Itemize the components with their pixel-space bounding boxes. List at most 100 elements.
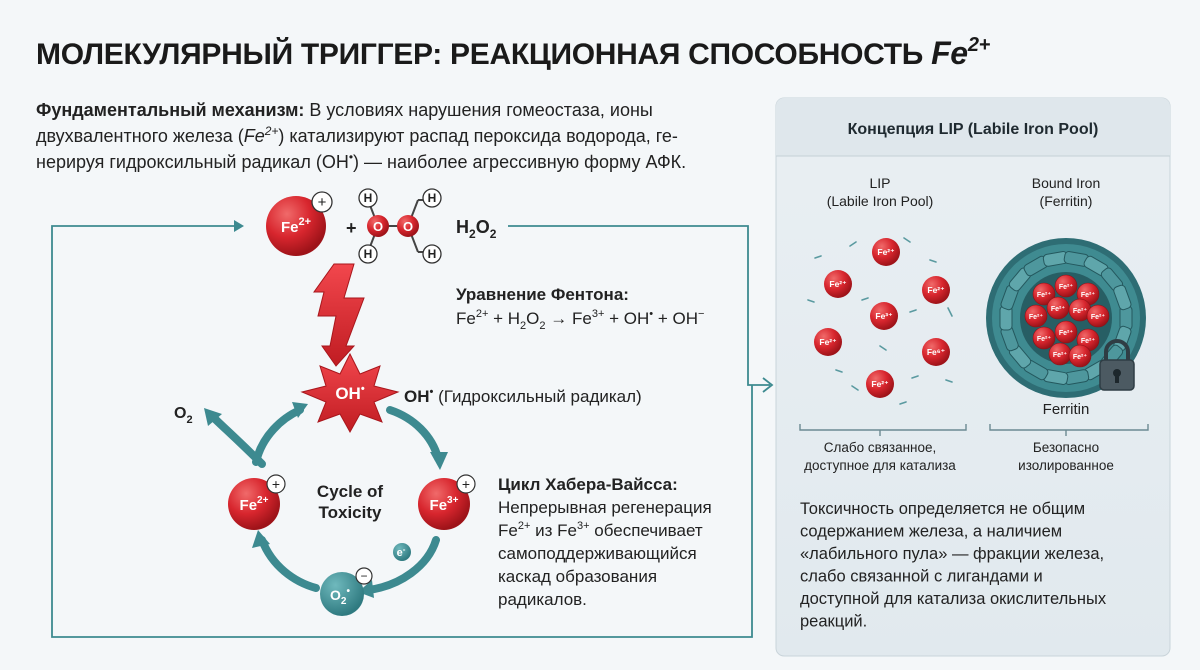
labile-iron-atoms: Fe²⁺ Fe²⁺ Fe²⁺ Fe³⁺ Fe²⁺ Fe⁶⁺ Fe²⁺ (814, 238, 950, 398)
feedback-loop-line (51, 220, 774, 638)
h2o2-molecule: O O H H H H (358, 188, 442, 264)
svg-text:Fe2+ из Fe3+ обеспечивает: Fe2+ из Fe3+ обеспечивает (498, 520, 703, 540)
svg-text:Fe³⁺: Fe³⁺ (875, 311, 892, 321)
bound-iron-atom: Fe²⁺ (1068, 344, 1092, 368)
labile-iron-atom: Fe²⁺ (922, 276, 950, 304)
fe2-reactant: Fe2+ + (266, 191, 333, 256)
bound-iron-atom: Fe²⁺ (1032, 282, 1056, 306)
svg-text:доступное для катализа: доступное для катализа (804, 458, 956, 473)
superoxide-node: O2• − (320, 567, 373, 616)
svg-text:изолированное: изолированное (1018, 458, 1114, 473)
svg-text:Fe²⁺: Fe²⁺ (1059, 283, 1074, 291)
intro-paragraph: Фундаментальный механизм: В условиях нар… (36, 100, 686, 172)
svg-text:радикалов.: радикалов. (498, 590, 587, 609)
lip-body-line: Токсичность определяется не общим (800, 500, 1085, 518)
electron-badge: e- (393, 543, 411, 561)
svg-text:Toxicity: Toxicity (319, 503, 383, 522)
svg-text:H: H (364, 191, 373, 205)
svg-text:Fe²⁺: Fe²⁺ (927, 285, 944, 295)
svg-text:Fe²⁺: Fe²⁺ (871, 379, 888, 389)
svg-text:Fe²⁺: Fe²⁺ (1051, 305, 1066, 313)
bound-iron-atom: Fe²⁺ (1046, 296, 1070, 320)
svg-text:Fe²⁺: Fe²⁺ (877, 247, 894, 257)
labile-iron-dashes (807, 237, 953, 405)
loop-arrowhead-right (762, 377, 774, 393)
svg-text:Fe²⁺: Fe²⁺ (1037, 291, 1052, 299)
svg-text:O: O (373, 219, 383, 234)
svg-text:Fe²⁺: Fe²⁺ (1073, 353, 1088, 361)
labile-iron-atom: Fe³⁺ (870, 302, 898, 330)
plus-sign: + (346, 218, 357, 238)
svg-text:Fe²⁺: Fe²⁺ (1037, 335, 1052, 343)
svg-text:Fe2+: Fe2+ (281, 216, 311, 236)
svg-text:Fe²⁺: Fe²⁺ (1081, 337, 1096, 345)
svg-text:OH•: OH• (335, 383, 365, 403)
lip-body-line: доступной для катализа окислительных (800, 590, 1107, 608)
svg-text:Fe2+ + H2O2 → Fe3+ + OH• + OH−: Fe2+ + H2O2 → Fe3+ + OH• + OH− (456, 308, 704, 332)
svg-text:Fe²⁺: Fe²⁺ (1059, 329, 1074, 337)
labile-iron-atom: Fe²⁺ (824, 270, 852, 298)
svg-text:e-: e- (397, 545, 406, 559)
h2o2-formula: H2O2 (456, 217, 497, 241)
svg-text:Fe²⁺: Fe²⁺ (1029, 313, 1044, 321)
lip-body-line: реакций. (800, 613, 867, 631)
svg-text:Cycle of: Cycle of (317, 482, 383, 501)
lip-captions: Слабо связанное, доступное для катализа … (804, 440, 1114, 473)
labile-iron-atom: Fe²⁺ (866, 370, 894, 398)
svg-text:−: − (360, 569, 367, 583)
svg-text:Уравнение Фентона:: Уравнение Фентона: (456, 285, 629, 304)
fenton-equation: Уравнение Фентона: Fe2+ + H2O2 → Fe3+ + … (456, 285, 704, 332)
bound-iron-atom: Fe²⁺ (1054, 274, 1078, 298)
o2-product-label: O2 (174, 405, 193, 426)
svg-text:Цикл Хабера-Вайсса:: Цикл Хабера-Вайсса: (498, 475, 678, 494)
lip-column-labels: LIP (Labile Iron Pool) Bound Iron (Ferri… (827, 175, 1101, 209)
page-title: МОЛЕКУЛЯРНЫЙ ТРИГГЕР: РЕАКЦИОННАЯ СПОСОБ… (36, 34, 991, 71)
svg-text:Fe²⁺: Fe²⁺ (819, 337, 836, 347)
cycle-fe3-node: Fe3+ + (418, 474, 476, 530)
svg-text:O: O (403, 219, 413, 234)
bound-iron-atom: Fe²⁺ (1086, 304, 1110, 328)
svg-text:Непрерывная регенерация: Непрерывная регенерация (498, 498, 712, 517)
svg-text:Фундаментальный механизм: В ус: Фундаментальный механизм: В условиях нар… (36, 100, 653, 120)
lip-panel: Концепция LIP (Labile Iron Pool) (775, 97, 1171, 657)
bound-iron-atom: Fe²⁺ (1032, 326, 1056, 350)
svg-text:Bound Iron: Bound Iron (1032, 175, 1101, 191)
labile-iron-atom: Fe²⁺ (814, 328, 842, 356)
lip-panel-title: Концепция LIP (Labile Iron Pool) (848, 121, 1099, 138)
svg-text:O2•: O2• (330, 586, 350, 607)
svg-text:Fe2+: Fe2+ (240, 495, 269, 514)
svg-text:H: H (428, 247, 437, 261)
haber-weiss-description: Цикл Хабера-Вайсса: Непрерывная регенера… (498, 475, 712, 609)
bound-iron-atom: Fe²⁺ (1024, 304, 1048, 328)
svg-text:+: + (318, 194, 327, 211)
ferritin-label: Ferritin (1043, 401, 1090, 418)
bound-iron-atom: Fe²⁺ (1054, 320, 1078, 344)
loop-arrowhead-left (234, 220, 244, 232)
lightning-bolt-icon (313, 263, 365, 367)
svg-text:+: + (272, 476, 280, 492)
lip-body-text: Токсичность определяется не общимсодержа… (800, 500, 1107, 631)
svg-text:Fe3+: Fe3+ (430, 495, 459, 514)
lip-brackets (799, 424, 1149, 436)
svg-text:H: H (364, 247, 373, 261)
bound-iron-atom: Fe²⁺ (1048, 342, 1072, 366)
svg-text:Слабо связанное,: Слабо связанное, (824, 440, 937, 455)
svg-text:Fe²⁺: Fe²⁺ (1053, 351, 1068, 359)
svg-text:(Ferritin): (Ferritin) (1040, 193, 1093, 209)
svg-text:нерируя гидроксильный радикал: нерируя гидроксильный радикал (OH•) — на… (36, 150, 686, 172)
svg-text:H: H (428, 191, 437, 205)
svg-text:Безопасно: Безопасно (1033, 440, 1099, 455)
svg-text:двухвалентного железа (Fe2+) к: двухвалентного железа (Fe2+) катализирую… (36, 124, 678, 146)
lip-body-line: слабо связанной с лигандами и (800, 568, 1043, 586)
svg-text:Fe²⁺: Fe²⁺ (1091, 313, 1106, 321)
svg-text:(Labile Iron Pool): (Labile Iron Pool) (827, 193, 934, 209)
hydroxyl-radical-star: OH• (300, 352, 400, 434)
svg-text:LIP: LIP (869, 175, 890, 191)
svg-text:Fe²⁺: Fe²⁺ (829, 279, 846, 289)
svg-text:Fe²⁺: Fe²⁺ (1073, 307, 1088, 315)
svg-text:каскад образования: каскад образования (498, 567, 657, 586)
ferritin-subunit (1113, 284, 1132, 311)
svg-text:самоподдерживающийся: самоподдерживающийся (498, 544, 697, 563)
svg-text:Fe⁶⁺: Fe⁶⁺ (927, 347, 945, 357)
